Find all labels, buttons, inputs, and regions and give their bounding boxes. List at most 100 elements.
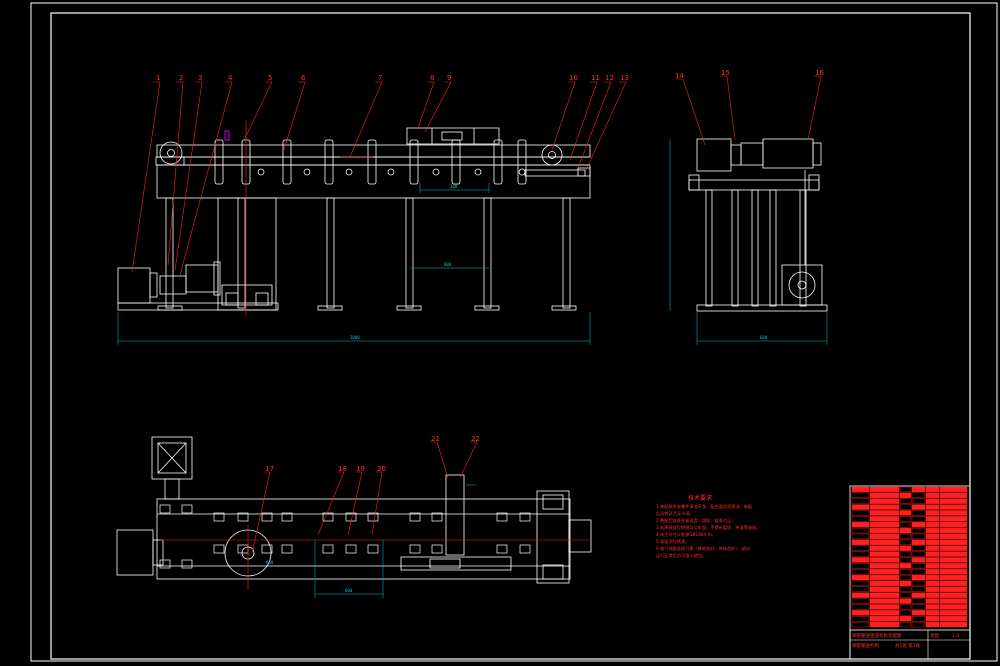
parts-list-cell xyxy=(851,604,870,610)
parts-list-cell xyxy=(899,510,912,516)
parts-list-cell xyxy=(851,616,870,622)
parts-list-cell xyxy=(911,516,926,522)
parts-list-cell xyxy=(869,504,900,510)
parts-list-cell xyxy=(939,533,968,540)
parts-list-cell xyxy=(851,533,870,540)
parts-list-cell xyxy=(899,580,912,587)
parts-list-cell xyxy=(911,533,926,540)
parts-list-cell xyxy=(899,498,912,504)
parts-list-cell xyxy=(911,616,926,622)
part-label-8: 8 xyxy=(430,74,434,82)
parts-list-cell xyxy=(851,621,870,628)
notes-line-7: 6.电气线路连接可靠（接地良好、绝缘良好），调试 xyxy=(656,545,751,552)
parts-list-cell xyxy=(911,486,926,493)
parts-list-cell xyxy=(939,580,968,587)
parts-list-cell xyxy=(851,492,870,498)
parts-list-cell xyxy=(939,616,968,622)
notes-line-1: 1.装配前所有零件清洗干净，配合面涂润滑油，装配 xyxy=(656,503,753,510)
parts-list-cell xyxy=(911,569,926,575)
parts-list-cell xyxy=(851,510,870,516)
parts-list-cell xyxy=(851,598,870,604)
parts-list-cell xyxy=(899,551,912,557)
front-view-dimensions xyxy=(117,183,591,345)
parts-list-cell xyxy=(911,574,926,581)
parts-list-cell xyxy=(939,586,968,592)
notes-line-3: 2.装配后链条张紧适度，链轮、链条对正。 xyxy=(656,517,735,524)
parts-list-cell xyxy=(939,486,968,493)
parts-list-cell xyxy=(911,527,926,534)
parts-list-cell xyxy=(925,563,940,569)
part-label-16: 16 xyxy=(815,69,824,77)
parts-list-cell xyxy=(851,527,870,534)
parts-list-cell xyxy=(939,545,968,551)
outer-border xyxy=(30,2,998,662)
inner-border xyxy=(50,12,971,660)
parts-list-cell xyxy=(869,610,900,616)
dim-front-overall: 2000 xyxy=(350,335,360,340)
part-label-17: 17 xyxy=(265,465,274,473)
parts-list-cell xyxy=(911,522,926,528)
notes-line-5: 4.未注尺寸公差按GB1804-m。 xyxy=(656,531,716,538)
notes-title: 技术要求 xyxy=(688,494,712,502)
parts-list-cell xyxy=(869,616,900,622)
part-label-3: 3 xyxy=(198,74,202,82)
parts-list-cell xyxy=(925,551,940,557)
part-label-20: 20 xyxy=(377,465,386,473)
parts-list-cell xyxy=(899,545,912,551)
parts-list-cell xyxy=(925,592,940,598)
parts-list-cell xyxy=(925,527,940,534)
parts-list-cell xyxy=(939,598,968,604)
parts-list-cell xyxy=(925,616,940,622)
parts-list-cell xyxy=(925,492,940,498)
parts-list-cell xyxy=(899,563,912,569)
parts-list-cell xyxy=(869,492,900,498)
parts-list-cell xyxy=(869,563,900,569)
parts-list-cell xyxy=(911,510,926,516)
part-label-6: 6 xyxy=(301,74,306,82)
front-view-centerlines xyxy=(245,120,372,316)
parts-list-cell xyxy=(925,586,940,592)
parts-list-cell xyxy=(925,569,940,575)
dim-plan-radius: R60 xyxy=(266,560,274,565)
front-view-leaders xyxy=(131,81,627,276)
part-label-1: 1 xyxy=(156,74,160,82)
title-block-material: 装配 xyxy=(930,632,939,639)
plan-view-labels: 17 18 19 20 21 22 xyxy=(265,435,480,473)
parts-list-cell xyxy=(899,557,912,563)
parts-list-cell xyxy=(939,527,968,534)
side-view-leaders xyxy=(676,75,822,146)
parts-list-cell xyxy=(899,621,912,628)
parts-list-cell xyxy=(939,563,968,569)
part-label-7: 7 xyxy=(378,74,382,82)
parts-list-cell xyxy=(899,616,912,622)
parts-list-cell xyxy=(939,621,968,628)
parts-list-cell xyxy=(939,574,968,581)
parts-list-cell xyxy=(869,498,900,504)
parts-list-cell xyxy=(869,510,900,516)
part-label-15: 15 xyxy=(721,69,730,77)
plan-view xyxy=(116,436,592,584)
parts-list-cell xyxy=(939,557,968,563)
parts-list-cell xyxy=(939,539,968,545)
parts-list-cell xyxy=(869,621,900,628)
parts-list-cell xyxy=(911,545,926,551)
parts-list-cell xyxy=(911,498,926,504)
parts-list-cell xyxy=(939,610,968,616)
part-label-21: 21 xyxy=(431,435,440,443)
parts-list-cell xyxy=(911,551,926,557)
parts-list-cell xyxy=(939,510,968,516)
parts-list-cell xyxy=(911,557,926,563)
plan-view-leaders xyxy=(251,441,478,554)
side-view-labels: 14 15 16 xyxy=(675,69,824,80)
parts-list-cell xyxy=(925,539,940,545)
parts-list-cell xyxy=(911,598,926,604)
parts-list-cell xyxy=(925,580,940,587)
plan-view-dimensions xyxy=(314,484,476,598)
parts-list-cell xyxy=(869,551,900,557)
parts-list-cell xyxy=(925,621,940,628)
notes-line-2: 后运转灵活无卡滞。 xyxy=(656,510,694,517)
part-label-5: 5 xyxy=(268,74,272,82)
parts-list-cell xyxy=(899,486,912,493)
parts-list-cell xyxy=(939,522,968,528)
parts-list-cell xyxy=(939,604,968,610)
